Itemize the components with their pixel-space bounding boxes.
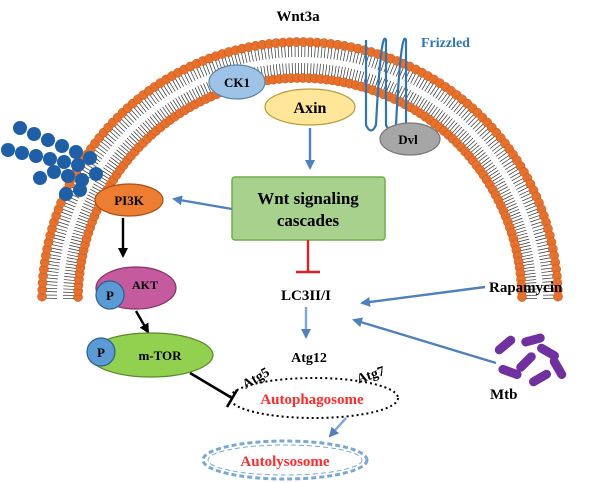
ligand-dot: [29, 149, 43, 163]
ligand-dot: [71, 158, 85, 172]
wnt-cascade-label-1: Wnt signaling: [257, 189, 359, 208]
ligand-dot: [15, 146, 29, 160]
ck1-label: CK1: [224, 75, 250, 90]
mtb-rod: [494, 335, 516, 355]
autophagosome-label: Autophagosome: [260, 392, 364, 408]
dvl-node: [379, 122, 441, 156]
mtb-rod: [516, 352, 536, 372]
lipid-head: [553, 291, 563, 302]
autolysosome-vesicle: [201, 439, 369, 481]
arrow-mtb-to-lc3: [352, 317, 497, 365]
akt-phospho-label: P: [106, 288, 114, 303]
akt-label: AKT: [132, 278, 158, 292]
inhibit-mtor-to-autophagosome: [189, 371, 233, 400]
ligand-dot: [83, 151, 97, 165]
ligand-dot: [13, 121, 27, 135]
lipid-head: [517, 292, 527, 302]
wnt-cascade-box: [231, 176, 386, 241]
mtor-label: m-TOR: [138, 348, 182, 363]
mtb-rod: [521, 333, 545, 347]
inhibit-bar-mtor: [225, 389, 239, 408]
ck1-node: [208, 64, 266, 100]
mtb-label: Mtb: [490, 387, 518, 403]
mtb-rod: [549, 357, 567, 379]
ligand-dot: [61, 169, 75, 183]
lc3-label: LC3II/I: [281, 288, 331, 304]
dvl-label: Dvl: [398, 132, 418, 147]
pi3k-label: PI3K: [114, 193, 145, 208]
mtb-bacteria-icon: [494, 333, 567, 387]
ligand-dot: [57, 155, 71, 169]
axin-label: Axin: [294, 100, 327, 117]
pi3k-node: [94, 183, 164, 217]
akt-phospho-node: [95, 280, 125, 310]
ligand-dot: [27, 127, 41, 141]
axin-node: [264, 88, 356, 126]
ligand-dot: [41, 133, 55, 147]
wnt-cascade-label-2: cascades: [277, 211, 340, 230]
frizzled-label: Frizzled: [421, 36, 470, 51]
autophagosome-vesicle: [229, 377, 399, 419]
mtb-rod: [529, 369, 551, 387]
ligand-dot: [59, 187, 73, 201]
cell-membrane: [37, 37, 563, 302]
ligand-dot: [43, 152, 57, 166]
rapamycin-label: Rapamycin: [489, 280, 563, 296]
mtb-rod: [498, 364, 522, 380]
atg5-label: Atg5: [240, 365, 272, 392]
mtor-phospho-node: [86, 337, 116, 367]
ligand-dot: [47, 165, 61, 179]
ligand-dot: [69, 145, 83, 159]
autolysosome-label: Autolysosome: [240, 454, 330, 470]
ligand-dot: [73, 183, 87, 197]
arrow-rapamycin-to-lc3: [360, 285, 486, 307]
arrow-to-autolysosome: [328, 417, 347, 438]
wnt3a-title: Wnt3a: [276, 9, 320, 25]
atg12-label: Atg12: [291, 351, 327, 366]
arrow-akt-to-mtor: [134, 310, 150, 334]
ligand-dot: [33, 171, 47, 185]
mtb-rod: [537, 343, 559, 361]
arrow-cascade-to-pi3k: [172, 195, 233, 211]
mtor-phospho-label: P: [97, 345, 105, 360]
ligand-dot: [1, 143, 15, 157]
ligand-dot: [89, 167, 103, 181]
ligand-dot-cluster: [1, 121, 103, 201]
ligand-dot: [55, 139, 69, 153]
autolysosome-inner-ring: [207, 444, 363, 476]
